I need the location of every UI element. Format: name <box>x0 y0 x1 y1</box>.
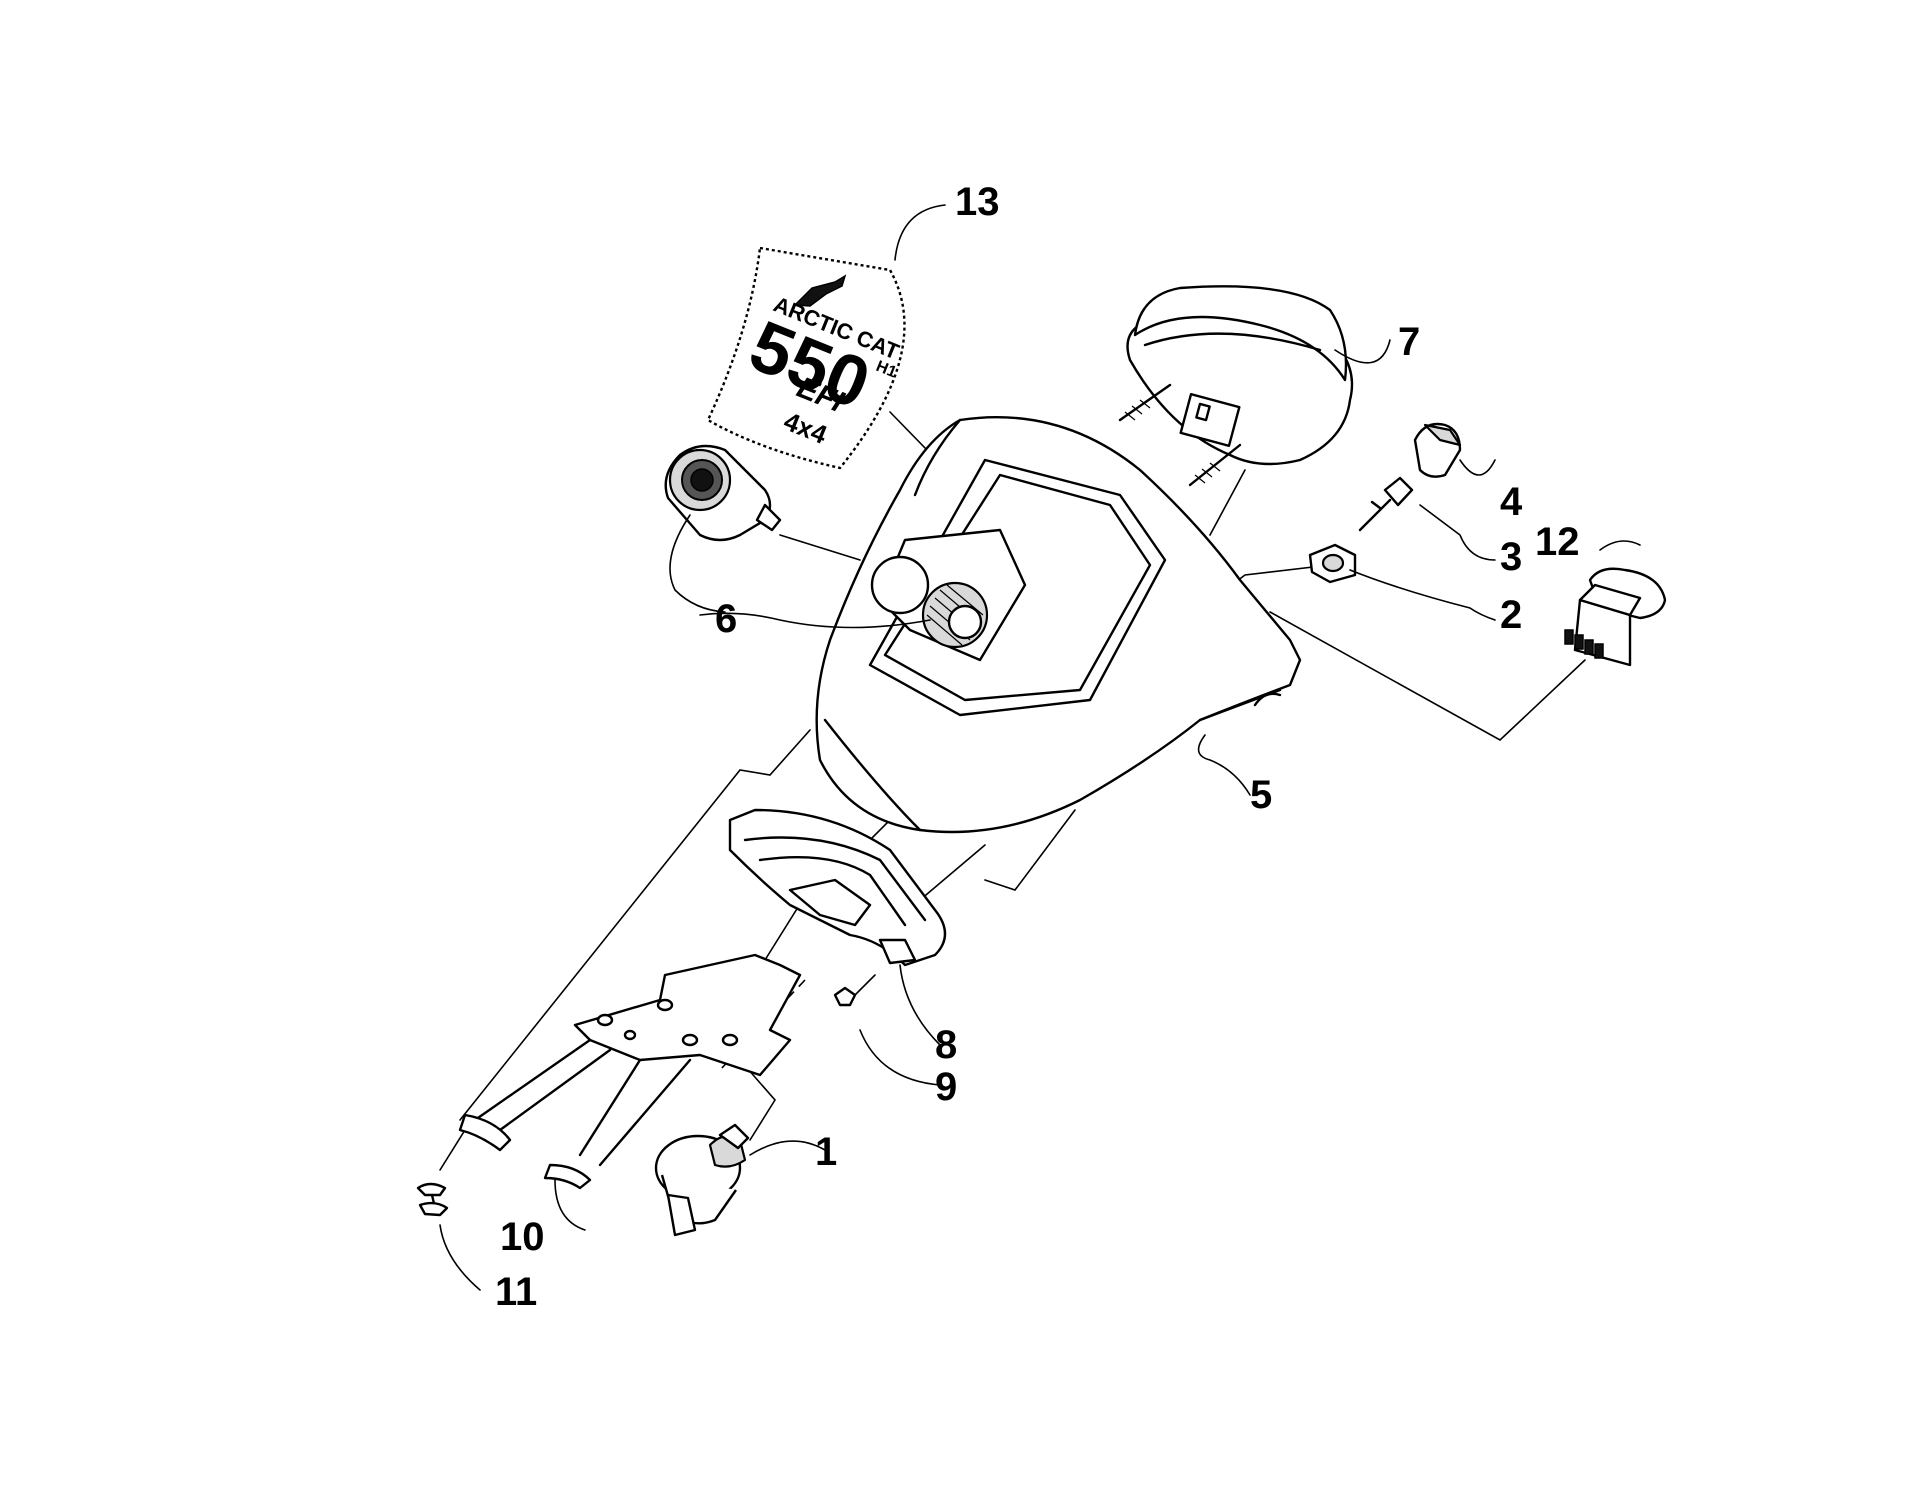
bezel-part-8 <box>728 808 947 967</box>
callout-12: 12 <box>1535 520 1580 564</box>
callout-4: 4 <box>1500 480 1523 524</box>
callout-1: 1 <box>815 1130 837 1174</box>
power-outlet-part-6 <box>664 444 782 542</box>
decal-suffix: H1 <box>874 358 899 381</box>
instrument-pod-part-5 <box>815 416 1302 834</box>
callout-10: 10 <box>500 1215 545 1259</box>
switch-part-12 <box>1564 567 1667 667</box>
nut-part-2 <box>1308 543 1357 584</box>
gauge-part-7 <box>1118 285 1354 487</box>
ignition-switch-part-1 <box>654 1123 750 1237</box>
bracket-part-10 <box>458 953 802 1190</box>
cat-logo-icon <box>793 274 847 307</box>
callout-leaders <box>439 204 1641 1291</box>
callout-7: 7 <box>1398 320 1420 364</box>
rivet-part-11 <box>416 1182 449 1217</box>
callout-13: 13 <box>955 180 1000 224</box>
callout-6: 6 <box>715 597 737 641</box>
callout-11: 11 <box>495 1270 537 1314</box>
boot-part-4 <box>1413 422 1462 478</box>
bracket-holes <box>596 998 739 1047</box>
clip-part-9 <box>833 986 857 1007</box>
decal-part-13: ARCTIC CAT 550 H1 EFI 4x4 <box>706 246 906 470</box>
callout-2: 2 <box>1500 593 1522 637</box>
callout-3: 3 <box>1500 535 1522 579</box>
callout-9: 9 <box>935 1065 957 1109</box>
callout-5: 5 <box>1250 773 1272 817</box>
switch-terminals <box>1564 629 1604 659</box>
gauge-stud-icon <box>1124 399 1221 484</box>
callout-8: 8 <box>935 1023 957 1067</box>
key-part-3 <box>1358 476 1414 532</box>
callout-numbers: 13 7 4 3 2 12 5 6 8 9 1 10 11 <box>495 180 1580 1314</box>
